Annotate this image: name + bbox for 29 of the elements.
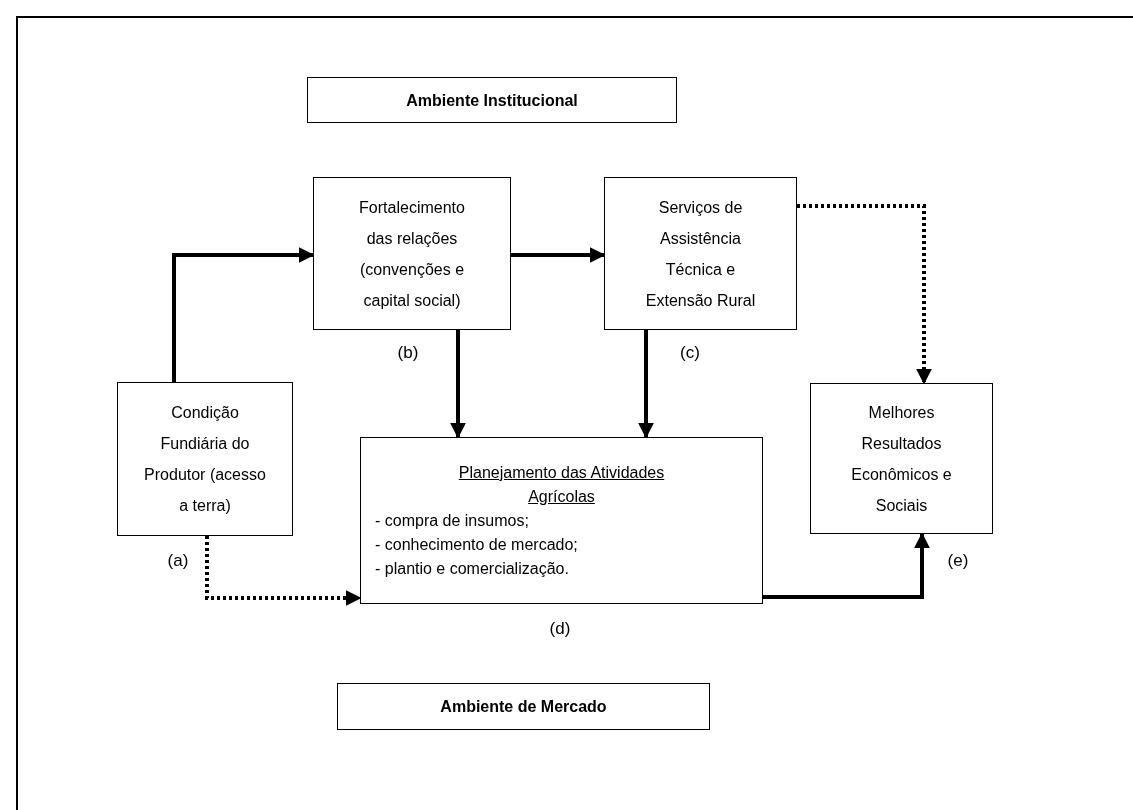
arrow <box>450 330 466 439</box>
node-tag: (d) <box>549 619 571 639</box>
list-item: - plantio e comercialização. <box>374 558 569 579</box>
text-box <box>307 77 677 123</box>
list-item: - conhecimento de mercado; <box>374 534 578 555</box>
arrow <box>797 204 932 385</box>
arrow <box>511 247 606 263</box>
list-item: - compra de insumos; <box>374 510 529 531</box>
box-label: Ambiente Institucional <box>406 90 578 111</box>
node-tag: (e) <box>947 551 969 571</box>
box-label: Ambiente de Mercado <box>440 697 607 717</box>
node-tag: (b) <box>397 343 419 363</box>
text-box <box>604 177 797 330</box>
heading: Planejamento das Atividades Agrícolas <box>457 462 666 507</box>
node-tag: (c) <box>680 343 700 363</box>
box-label: Fortalecimento das relações (convenções e capital social) <box>358 197 466 311</box>
text-box <box>313 177 511 330</box>
box-label: Condição Fundiária do Produtor (acesso a terra) <box>143 403 267 516</box>
arrow <box>205 536 362 606</box>
text-box <box>117 382 293 536</box>
text-box <box>810 383 993 534</box>
arrow <box>763 532 930 599</box>
box-label: Melhores Resultados Econômicos e Sociais <box>850 402 953 516</box>
text-box <box>360 437 763 604</box>
arrow <box>638 330 654 439</box>
node-tag: (a) <box>167 551 189 571</box>
text-box <box>337 683 710 730</box>
box-label: Serviços de Assistência Técnica e Extensão Rural <box>644 197 757 311</box>
arrow <box>172 247 315 382</box>
